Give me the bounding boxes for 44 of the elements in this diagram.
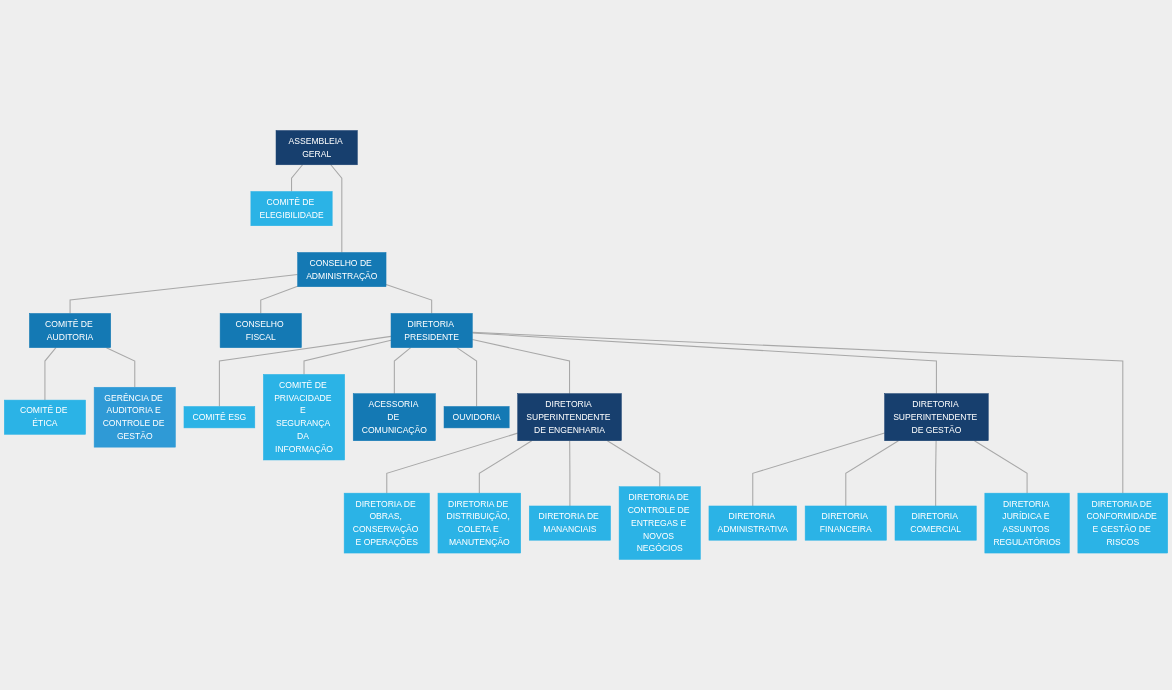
connector: [845, 440, 899, 507]
connector: [260, 285, 299, 314]
connector: [471, 332, 937, 395]
connector: [456, 347, 478, 408]
node-box: DIRETORIA DE CONFORMIDADE E GESTÃO DE RISCOS: [1077, 492, 1168, 554]
node-box: ASSEMBLEIA GERAL: [275, 130, 358, 166]
connector: [752, 432, 886, 507]
connector: [330, 164, 343, 253]
node-box: COMITÊ DE ÉTICA: [4, 399, 86, 435]
node-box: DIRETORIA ADMINISTRATIVA: [708, 505, 797, 541]
node-box: DIRETORIA JURÍDICA E ASSUNTOS REGULATÓRIOS: [984, 492, 1070, 554]
connector: [606, 440, 661, 488]
connector: [386, 432, 519, 494]
node-box: COMITÊ ESG: [183, 406, 256, 429]
connector: [303, 339, 392, 375]
node-box: DIRETORIA SUPERINTENDENTE DE GESTÃO: [884, 393, 989, 441]
connector: [44, 347, 57, 401]
connector: [935, 440, 937, 507]
node-box: DIRETORIA FINANCEIRA: [804, 505, 887, 541]
connector: [385, 284, 433, 314]
connector: [218, 335, 392, 408]
connector: [393, 347, 412, 395]
connector: [973, 440, 1028, 494]
connector: [291, 164, 304, 193]
node-box: CONSELHO DE ADMINISTRAÇÃO: [297, 252, 387, 287]
connector: [471, 339, 571, 395]
node-box: DIRETORIA DE DISTRIBUIÇÃO, COLETA E MANUTENÇÃO: [437, 492, 521, 554]
connector: [471, 331, 1124, 494]
node-box: DIRETORIA DE OBRAS, CONSERVAÇÃO E OPERAÇÕES: [343, 492, 430, 554]
connector: [569, 440, 571, 507]
node-box: DIRETORIA PRESIDENTE: [390, 313, 473, 348]
node-box: COMITÊ DE ELEGIBILIDADE: [250, 191, 333, 226]
node-box: ACESSORIA DE COMUNICAÇÃO: [352, 393, 436, 441]
node-box: DIRETORIA COMERCIAL: [894, 505, 977, 541]
node-box: COMITÊ DE AUDITORIA: [29, 313, 111, 348]
node-box: OUVIDORIA: [443, 406, 510, 429]
node-box: CONSELHO FISCAL: [219, 313, 302, 348]
node-box: COMITÊ DE PRIVACIDADE E SEGURANÇA DA INFORMAÇÃO: [263, 374, 345, 461]
node-box: DIRETORIA DE CONTROLE DE ENTREGAS E NOVOS NEGÓCIOS: [618, 486, 701, 560]
connector: [478, 440, 533, 494]
node-box: DIRETORIA DE MANANCIAIS: [529, 505, 611, 541]
node-box: GERÊNCIA DE AUDITORIA E CONTROLE DE GESTÃO: [93, 387, 176, 448]
connector: [69, 274, 299, 314]
node-box: DIRETORIA SUPERINTENDENTE DE ENGENHARIA: [517, 393, 622, 441]
